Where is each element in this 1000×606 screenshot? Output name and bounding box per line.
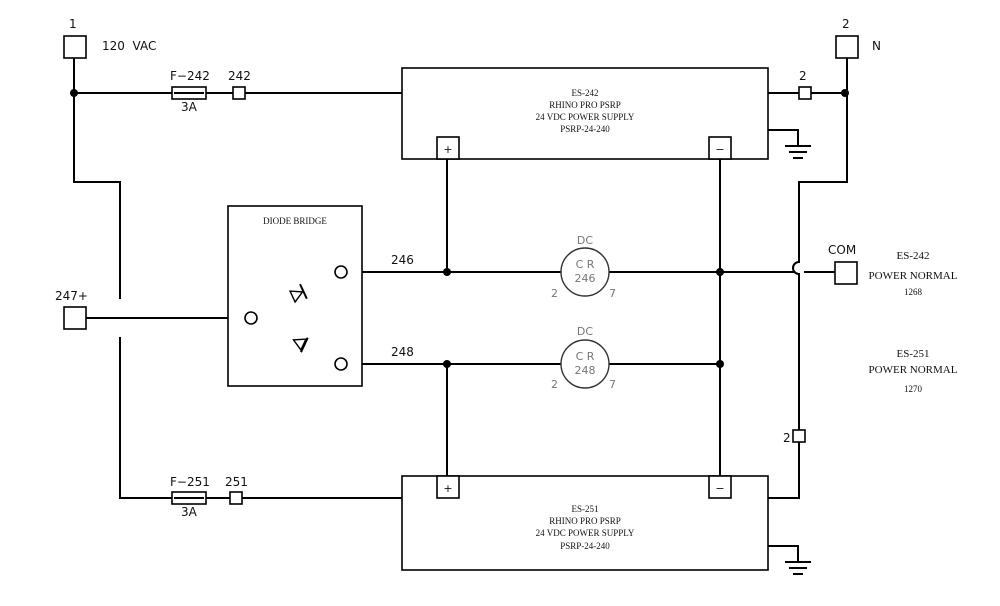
wire-hot-left [73,92,403,499]
relay-cr246-pin-right: 7 [609,287,616,300]
wire-tag-2-top-box [798,86,812,100]
relay-cr248-line2: 248 [575,364,596,377]
terminal-1: 1 120 VAC [63,17,156,59]
relay-cr248-pin-left: 2 [551,378,558,391]
diode-lower-bar [300,337,309,353]
relay-cr248-pin-right: 7 [609,378,616,391]
wire-tag-251: 251 [225,475,248,489]
ps251-minus-label: − [715,482,724,495]
terminal-247-box [63,306,87,330]
junction-neutral [841,89,849,97]
fuse-f251: F−251 3A 251 [170,475,248,519]
wire-label-248: 248 [391,345,414,359]
fuse-f242: F−242 3A 242 [170,69,251,114]
fuse-f251-name: F−251 [170,475,210,489]
wire-tag-242: 242 [228,69,251,83]
diode-upper [288,283,308,304]
power-supply-es251-box [401,475,769,571]
relay-cr246-type: DC [577,234,593,247]
power-supply-es242-box [401,67,769,160]
diode-lower [292,337,309,353]
diode-lower-icon [292,338,308,352]
junction-246-minus [716,268,724,276]
fuse-f251-rating: 3A [181,505,198,519]
junction-248-minus [716,360,724,368]
note-es242-line-2: POWER NORMAL [869,270,958,282]
terminal-1-number: 1 [69,17,77,31]
relay-cr246-line1: C R [576,258,595,271]
wire-tag-2-bottom-box [792,429,806,443]
note-es251: ES-251 POWER NORMAL 1270 [869,348,958,394]
ps242-line-2: RHINO PRO PSRP [549,100,621,110]
note-es251-line-1: ES-251 [897,348,930,360]
wire-tag-2-top-label: 2 [799,69,807,83]
terminal-2-box [835,35,859,59]
wire-tag-2-bottom: 2 [783,429,806,445]
note-es251-line-3: 1270 [904,384,923,394]
terminal-1-label: 120 VAC [102,39,156,53]
relay-cr246: DC C R 246 2 7 [551,234,616,300]
terminal-com-label: COM [828,243,856,257]
ground-bottom [767,545,811,575]
ps242-minus-terminal [708,136,732,160]
note-es242-line-3: 1268 [904,287,923,297]
ps251-minus-terminal [708,475,732,499]
ground-top [767,129,811,159]
wire-crossover-hop [792,260,801,276]
relay-cr248-coil [560,339,610,389]
relay-cr246-pin-left: 2 [551,287,558,300]
terminal-247: 247+ [55,289,88,330]
diode-bridge-output-248-node [334,357,348,371]
wire-tag-251-box [229,491,243,505]
junctions [70,89,849,368]
wire-neutral [767,57,848,499]
terminal-2: 2 N [835,17,881,59]
power-supply-es242: ES-242 RHINO PRO PSRP 24 VDC POWER SUPPL… [401,67,769,160]
ps242-line-4: PSRP-24-240 [560,124,610,134]
terminal-247-label: 247+ [55,289,88,303]
wire-tag-2-bottom-label: 2 [783,431,791,445]
ps242-minus-label: − [715,143,724,156]
ps251-plus-terminal [436,475,460,499]
fuse-f242-name: F−242 [170,69,210,83]
diode-bridge-input-node [244,311,258,325]
relay-cr246-line2: 246 [575,272,596,285]
relay-cr248-line1: C R [576,350,595,363]
diode-bridge-title: DIODE BRIDGE [263,216,327,226]
relay-cr248-type: DC [577,325,593,338]
ps242-line-1: ES-242 [572,88,599,98]
power-supply-es251: ES-251 RHINO PRO PSRP 24 VDC POWER SUPPL… [401,475,769,571]
ps242-line-3: 24 VDC POWER SUPPLY [536,112,635,122]
relay-cr246-coil [560,247,610,297]
diode-upper-bar [299,283,308,300]
junction-248-plus [443,360,451,368]
diode-upper-icon [288,290,304,304]
ps242-plus-terminal [436,136,460,160]
diode-bridge-output-246-node [334,265,348,279]
terminal-2-label: N [872,39,881,53]
wire-tag-2-top: 2 [798,69,812,100]
ps251-line-3: 24 VDC POWER SUPPLY [536,528,635,538]
note-es242: ES-242 POWER NORMAL 1268 [869,250,958,297]
wire-label-246: 246 [391,253,414,267]
terminal-2-number: 2 [842,17,850,31]
note-es242-line-1: ES-242 [897,250,930,262]
junction-hot [70,89,78,97]
fuse-f242-rating: 3A [181,100,198,114]
terminal-com: COM [828,243,858,285]
ps242-plus-label: + [443,143,452,156]
ps251-line-1: ES-251 [572,504,599,514]
ps251-line-2: RHINO PRO PSRP [549,516,621,526]
note-es251-line-2: POWER NORMAL [869,364,958,376]
diode-bridge: DIODE BRIDGE [227,205,363,387]
ps251-line-4: PSRP-24-240 [560,541,610,551]
junction-246-plus [443,268,451,276]
ps251-plus-label: + [443,482,452,495]
relay-cr248: DC C R 248 2 7 [551,325,616,391]
terminal-com-box [834,261,858,285]
wire-tag-242-box [232,86,246,100]
terminal-1-box [63,35,87,59]
